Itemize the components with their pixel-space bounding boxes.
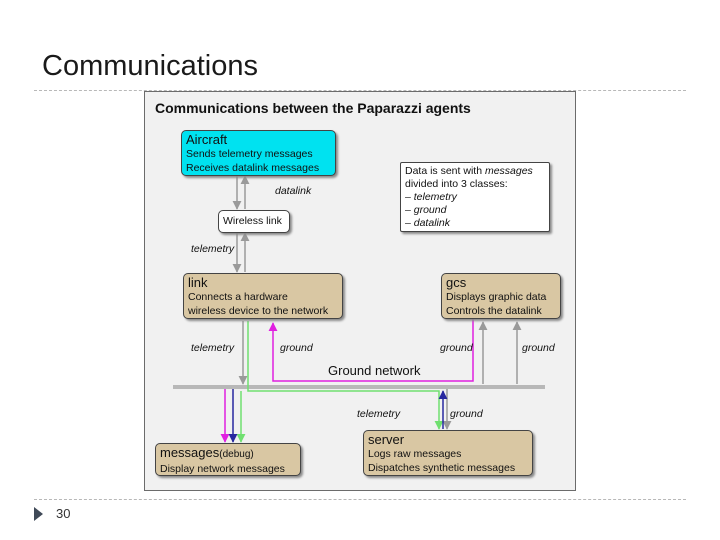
datalink-label: datalink bbox=[275, 185, 312, 197]
communications-diagram: Communications between the Paparazzi age… bbox=[144, 91, 576, 491]
messages-title-suffix: (debug) bbox=[219, 449, 254, 460]
telemetry-label: telemetry bbox=[357, 408, 401, 420]
ground-gcs-to-link-wire bbox=[268, 318, 474, 382]
note-item: – datalink bbox=[405, 217, 450, 229]
footer-divider bbox=[34, 499, 686, 500]
note-text: Data is sent with bbox=[405, 165, 485, 177]
ground-label: ground bbox=[522, 342, 555, 354]
note-item: – ground bbox=[405, 204, 447, 216]
footer-arrow-icon bbox=[34, 507, 43, 521]
message-classes-note: Data is sent with messages divided into … bbox=[400, 162, 550, 232]
page-number: 30 bbox=[56, 506, 71, 521]
gcs-title: gcs bbox=[446, 275, 467, 290]
telemetry-to-server-wire bbox=[247, 321, 444, 430]
gcs-agent-box: gcs Displays graphic data Controls the d… bbox=[441, 273, 561, 319]
ground-network-bus bbox=[173, 385, 545, 389]
aircraft-title: Aircraft bbox=[186, 132, 228, 147]
aircraft-line: Sends telemetry messages bbox=[186, 148, 313, 160]
aircraft-line: Receives datalink messages bbox=[186, 162, 320, 174]
wireless-link-box: Wireless link bbox=[218, 210, 290, 233]
server-agent-box: server Logs raw messages Dispatches synt… bbox=[363, 430, 533, 476]
slide-title: Communications bbox=[42, 50, 258, 82]
link-agent-box: link Connects a hardware wireless device… bbox=[183, 273, 343, 319]
server-line: Logs raw messages bbox=[368, 448, 462, 460]
server-title: server bbox=[368, 432, 405, 447]
link-line: wireless device to the network bbox=[188, 305, 329, 317]
wireless-link-label: Wireless link bbox=[223, 215, 282, 227]
ground-label: ground bbox=[280, 342, 313, 354]
telemetry-label: telemetry bbox=[191, 243, 235, 255]
aircraft-box: Aircraft Sends telemetry messages Receiv… bbox=[181, 130, 336, 176]
link-line: Connects a hardware bbox=[188, 291, 288, 303]
gcs-line: Displays graphic data bbox=[446, 291, 547, 303]
telemetry-label: telemetry bbox=[191, 342, 235, 354]
note-emphasis: messages bbox=[484, 165, 533, 177]
messages-title: messages bbox=[160, 445, 220, 460]
figure-title: Communications between the Paparazzi age… bbox=[155, 100, 471, 116]
note-item: – telemetry bbox=[405, 191, 457, 203]
ground-network-label: Ground network bbox=[326, 363, 423, 378]
server-line: Dispatches synthetic messages bbox=[368, 462, 516, 474]
note-text: divided into 3 classes: bbox=[405, 178, 508, 190]
gcs-line: Controls the datalink bbox=[446, 305, 542, 317]
messages-line: Display network messages bbox=[160, 463, 285, 475]
ground-label: ground bbox=[450, 408, 483, 420]
connection-wires bbox=[173, 175, 545, 443]
link-title: link bbox=[188, 275, 208, 290]
title-divider bbox=[34, 90, 686, 91]
ground-label: ground bbox=[440, 342, 473, 354]
messages-agent-box: messages(debug) Display network messages bbox=[155, 443, 301, 476]
